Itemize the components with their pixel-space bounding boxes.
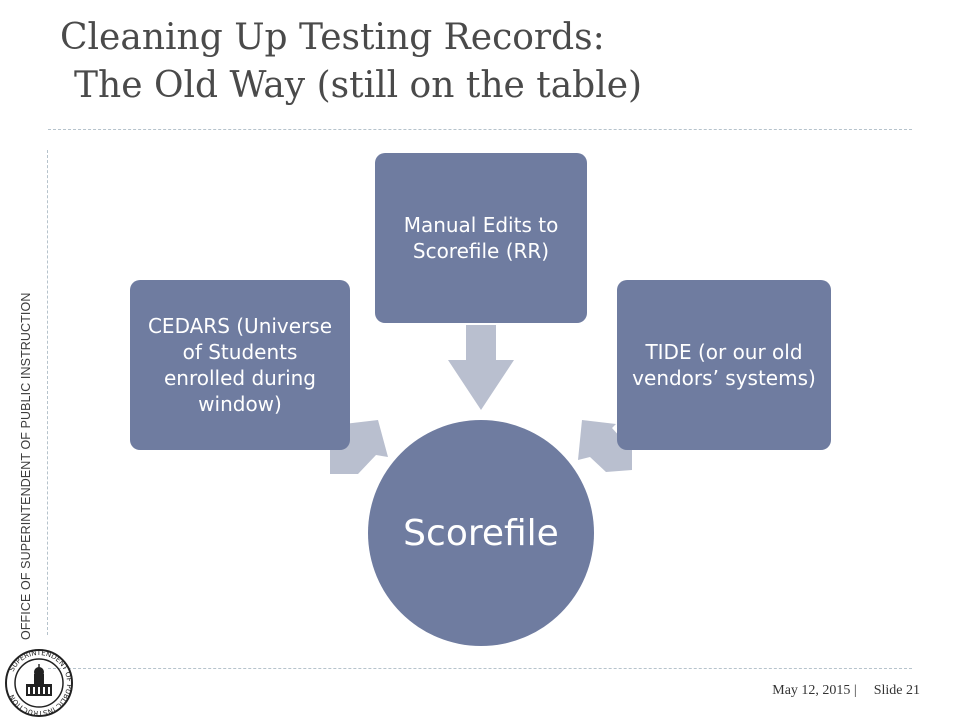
manual-edits-box: Manual Edits to Scorefile (RR) (375, 153, 587, 323)
cedars-box: CEDARS (Universe of Students enrolled du… (130, 280, 350, 450)
title-line-2: The Old Way (still on the table) (74, 65, 643, 106)
ospi-seal-logo: SUPERINTENDENT OF PUBLIC INSTRUCTION (5, 649, 73, 717)
slide-title: Cleaning Up Testing Records: The Old Way… (60, 14, 920, 110)
down-arrow (448, 325, 514, 410)
bottom-divider (48, 668, 912, 669)
title-line-1: Cleaning Up Testing Records: (60, 17, 605, 58)
capitol-building-icon (26, 664, 52, 696)
slide-footer: May 12, 2015 | Slide 21 (772, 683, 920, 699)
tide-box: TIDE (or our old vendors’ systems) (617, 280, 831, 450)
top-divider (48, 129, 912, 130)
side-divider (47, 150, 48, 635)
slide-date: May 12, 2015 | (772, 683, 857, 698)
scorefile-circle: Scorefile (368, 420, 594, 646)
slide-number: Slide 21 (873, 683, 920, 698)
right-arrow (578, 420, 632, 472)
